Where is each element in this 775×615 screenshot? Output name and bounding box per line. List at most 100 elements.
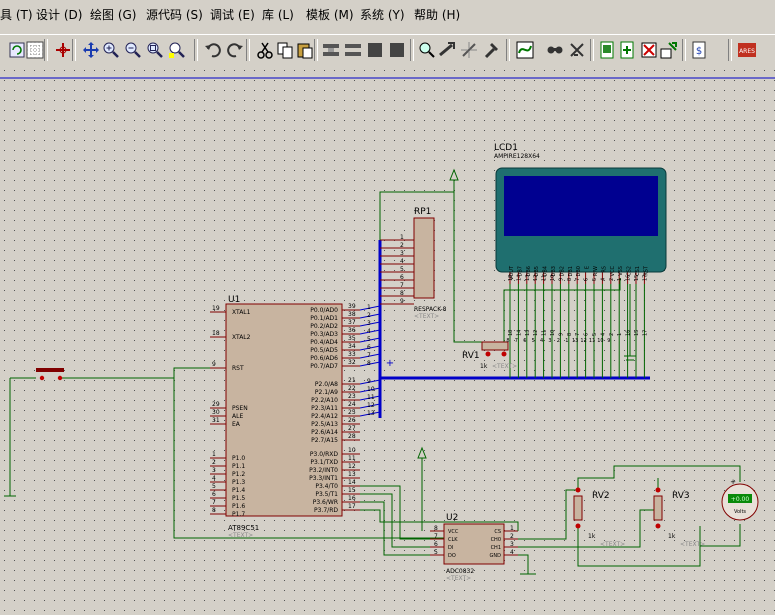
zoom-out-icon[interactable] — [124, 41, 142, 59]
u2-pin-name: DI — [448, 545, 453, 551]
origin-icon[interactable] — [54, 41, 72, 59]
lcd-net-label: 8 — [506, 338, 509, 344]
redo-icon[interactable] — [226, 41, 244, 59]
new-sheet-icon[interactable] — [598, 41, 616, 59]
u1-pin-num: 11 — [348, 455, 356, 462]
property-tool-icon[interactable] — [568, 41, 586, 59]
exit-to-parent-icon[interactable] — [640, 41, 658, 59]
u1-pin-name: P1.5 — [232, 495, 245, 502]
u1-text-tag: <TEXT> — [228, 532, 253, 539]
u2-text-tag: <TEXT> — [446, 575, 471, 582]
u2-pin-num: 4 — [510, 549, 514, 556]
paste-icon[interactable] — [296, 41, 314, 59]
lcd1-lower-num: 4 — [600, 333, 606, 336]
menu-item-4[interactable]: 调试 (E) — [210, 8, 255, 22]
rp1-body[interactable] — [413, 217, 435, 299]
refresh-icon[interactable] — [8, 41, 26, 59]
toolbar-separator — [728, 39, 732, 61]
menu-item-6[interactable]: 模板 (M) — [306, 8, 354, 22]
rp1-vcc-wire — [379, 180, 455, 240]
rv3-body[interactable] — [653, 495, 663, 521]
parts[interactable] — [36, 167, 759, 565]
pick-device-icon[interactable] — [418, 41, 436, 59]
u1-pin-name: P0.3/AD3 — [310, 331, 338, 338]
menu-item-7[interactable]: 系统 (Y) — [360, 8, 405, 22]
u2-pin-num: 2 — [510, 533, 514, 540]
bus-entry — [359, 353, 381, 359]
reset-switch[interactable] — [36, 368, 64, 372]
lcd1-pin-num: 2 — [609, 278, 615, 281]
block-rotate-icon[interactable] — [366, 41, 384, 59]
u1-pin-name: P0.2/AD2 — [310, 323, 338, 330]
menu-item-3[interactable]: 源代码 (S) — [146, 8, 203, 22]
grid-icon[interactable] — [26, 41, 44, 59]
netlist-icon[interactable]: $ — [690, 41, 708, 59]
schematic-svg[interactable]: U1AT89C51<TEXT>19XTAL118XTAL29RST29PSEN3… — [0, 66, 775, 615]
bill-of-materials-icon[interactable] — [660, 41, 678, 59]
u1-pin-num: 34 — [348, 343, 356, 350]
u1-pin-name: P3.7/RD — [314, 507, 338, 514]
u1-pin-num: 18 — [212, 330, 220, 337]
lcd-net-label: 12 — [580, 338, 586, 344]
rp1-pin-num: 8 — [400, 290, 404, 297]
rv1-body[interactable] — [481, 341, 509, 351]
u2-pin-name: CLK — [448, 537, 458, 543]
block-copy-icon[interactable] — [322, 41, 340, 59]
menu-item-0[interactable]: 具 (T) — [0, 8, 33, 22]
u1-pin-name: P3.5/T1 — [315, 491, 338, 498]
u1-pin-num: 36 — [348, 327, 356, 334]
ares-icon[interactable]: ARES — [738, 41, 756, 59]
rp1-pin-num: 6 — [400, 274, 404, 281]
toolbar-separator — [194, 39, 198, 61]
u1-pin-name: P2.4/A12 — [311, 413, 338, 420]
rv1-pin — [485, 351, 491, 357]
u2-body[interactable] — [443, 523, 505, 565]
u1-pin-name: XTAL1 — [232, 309, 251, 316]
block-delete-icon[interactable] — [388, 41, 406, 59]
lcd1-pin-num: 1 — [617, 278, 623, 281]
zoom-all-icon[interactable] — [146, 41, 164, 59]
cut-icon[interactable] — [256, 41, 274, 59]
u2-part: ADC0832 — [446, 568, 474, 575]
wire-autorouter-icon[interactable] — [516, 41, 534, 59]
u2-cs — [360, 509, 519, 531]
u1-pin-name: P3.1/TXD — [310, 459, 338, 466]
make-device-icon[interactable] — [438, 41, 456, 59]
lcd1-pin-name: RS — [601, 266, 607, 273]
u1-pin-num: 12 — [348, 463, 356, 470]
decompose-icon[interactable] — [482, 41, 500, 59]
copy-icon[interactable] — [276, 41, 294, 59]
u2-gnd — [518, 554, 529, 574]
u1-pin-name: P3.3/INT1 — [309, 475, 338, 482]
zoom-area-icon[interactable] — [168, 41, 186, 59]
menu-item-5[interactable]: 库 (L) — [262, 8, 294, 22]
lcd1-pin-num: 10 — [550, 275, 556, 281]
u2-pin-name: GND — [490, 553, 502, 559]
menu-item-1[interactable]: 设计 (D) — [36, 8, 83, 22]
bus-net-label: 8 — [367, 360, 371, 367]
rv2-pin — [575, 523, 581, 529]
rv2-body[interactable] — [573, 495, 583, 521]
zoom-in-icon[interactable] — [102, 41, 120, 59]
packaging-icon[interactable] — [460, 41, 478, 59]
menu-item-8[interactable]: 帮助 (H) — [414, 8, 461, 22]
u1-pin-name: P1.1 — [232, 463, 245, 470]
menu-item-2[interactable]: 绘图 (G) — [90, 8, 137, 22]
u1-pin-num: 28 — [348, 433, 356, 440]
bus-entry — [359, 395, 381, 401]
u2-ref: U2 — [446, 513, 458, 523]
remove-sheet-icon[interactable] — [618, 41, 636, 59]
u2-clk — [360, 485, 430, 540]
lcd1-part: AMPIRE128X64 — [494, 153, 540, 160]
undo-icon[interactable] — [204, 41, 222, 59]
block-move-icon[interactable] — [344, 41, 362, 59]
rv2-pin — [575, 487, 581, 493]
u2-pin-name: DO — [448, 553, 456, 559]
lcd1-pin-name: DB1 — [568, 266, 574, 276]
lcd1-pin-num: 7 — [575, 278, 581, 281]
search-icon[interactable] — [546, 41, 564, 59]
pan-icon[interactable] — [82, 41, 100, 59]
u2-pin-name: CH1 — [491, 545, 501, 551]
u1-body[interactable] — [225, 303, 343, 517]
